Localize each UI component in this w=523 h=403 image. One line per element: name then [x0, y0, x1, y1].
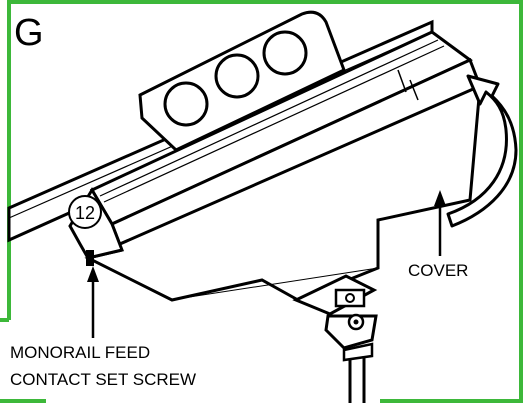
set-screw [86, 250, 94, 266]
part-number: 12 [75, 203, 95, 223]
set-screw-label-line2: CONTACT SET SCREW [10, 370, 196, 389]
set-screw-callout: MONORAIL FEED CONTACT SET SCREW [10, 266, 196, 389]
canopy-plate [138, 10, 346, 152]
stem-assembly [292, 274, 378, 403]
rotation-arrow-icon [446, 74, 518, 228]
cover-callout: COVER [408, 190, 468, 280]
part-number-callout: 12 [68, 195, 102, 229]
cover-label: COVER [408, 261, 468, 280]
fixture-housing [68, 30, 482, 302]
set-screw-label-line1: MONORAIL FEED [10, 343, 150, 362]
plate-hole-2 [214, 53, 260, 99]
plate-hole-3 [262, 30, 308, 76]
panel-letter: G [14, 12, 44, 54]
plate-hole-1 [163, 81, 209, 127]
